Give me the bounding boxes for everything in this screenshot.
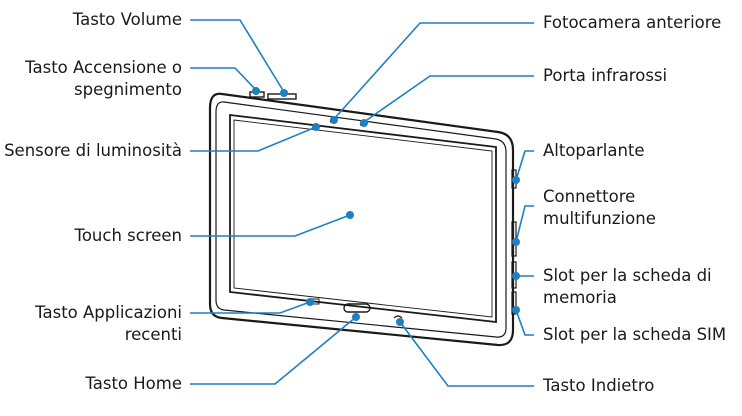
- home-button-shape: [343, 303, 371, 313]
- tablet-body: [208, 92, 515, 347]
- callout-line-porta-infrarossi: [363, 75, 534, 123]
- dot-tasto-accensione: [252, 87, 260, 95]
- label-sensore-luminosita: Sensore di luminosità: [4, 141, 182, 160]
- label-touch-screen: Touch screen: [74, 226, 182, 245]
- label-tasto-home: Tasto Home: [85, 374, 182, 393]
- back-icon: [393, 315, 403, 319]
- dot-fotocamera: [330, 116, 338, 124]
- label-porta-infrarossi: Porta infrarossi: [543, 66, 668, 85]
- dot-connettore: [512, 238, 520, 246]
- dot-porta-infrarossi: [360, 119, 368, 127]
- label-tasto-accensione-line2: spegnimento: [74, 80, 182, 99]
- screen-inner: [233, 119, 493, 318]
- callout-line-touch-screen: [190, 214, 351, 237]
- label-tasto-app-recenti-line1: Tasto Applicazioni: [35, 303, 182, 322]
- dot-altoparlante: [512, 176, 520, 184]
- dot-tasto-home: [352, 313, 360, 321]
- label-slot-sim: Slot per la scheda SIM: [543, 325, 727, 344]
- screen-frame: [229, 113, 497, 324]
- label-connettore-line1: Connettore: [543, 187, 636, 206]
- dot-slot-sim: [512, 306, 520, 314]
- label-tasto-accensione-line1: Tasto Accensione o: [25, 58, 182, 77]
- label-tasto-app-recenti-line2: recenti: [124, 325, 182, 344]
- dot-tasto-app-recenti: [306, 298, 314, 306]
- callout-line-tasto-home: [190, 316, 357, 385]
- label-tasto-volume: Tasto Volume: [72, 10, 182, 29]
- tablet-illustration: [208, 91, 517, 347]
- dot-touch-screen: [346, 211, 354, 219]
- label-slot-memoria-line1: Slot per la scheda di: [543, 266, 712, 285]
- callout-line-fotocamera: [333, 22, 534, 120]
- label-slot-memoria-line2: memoria: [543, 288, 617, 307]
- callout-line-slot-sim: [515, 309, 534, 336]
- tablet-bezel-inner: [215, 101, 507, 338]
- callout-lines: [190, 19, 534, 387]
- label-fotocamera-anteriore: Fotocamera anteriore: [543, 13, 722, 32]
- callout-line-altoparlante: [515, 150, 534, 181]
- label-altoparlante: Altoparlante: [543, 141, 645, 160]
- callout-line-tasto-app-recenti: [190, 301, 311, 314]
- callout-line-sensore: [190, 126, 317, 152]
- label-tasto-indietro: Tasto Indietro: [543, 376, 655, 395]
- callout-line-tasto-accensione: [190, 67, 257, 91]
- dot-slot-memoria: [512, 272, 520, 280]
- callout-line-connettore: [515, 205, 534, 243]
- callout-dots: [252, 87, 520, 326]
- dot-sensore: [312, 123, 320, 131]
- sim-slot-shape: [511, 291, 517, 315]
- callout-line-tasto-indietro: [399, 321, 534, 387]
- callout-line-tasto-volume: [190, 19, 285, 93]
- dot-tasto-indietro: [396, 318, 404, 326]
- label-connettore-line2: multifunzione: [543, 209, 656, 228]
- dot-tasto-volume: [280, 89, 288, 97]
